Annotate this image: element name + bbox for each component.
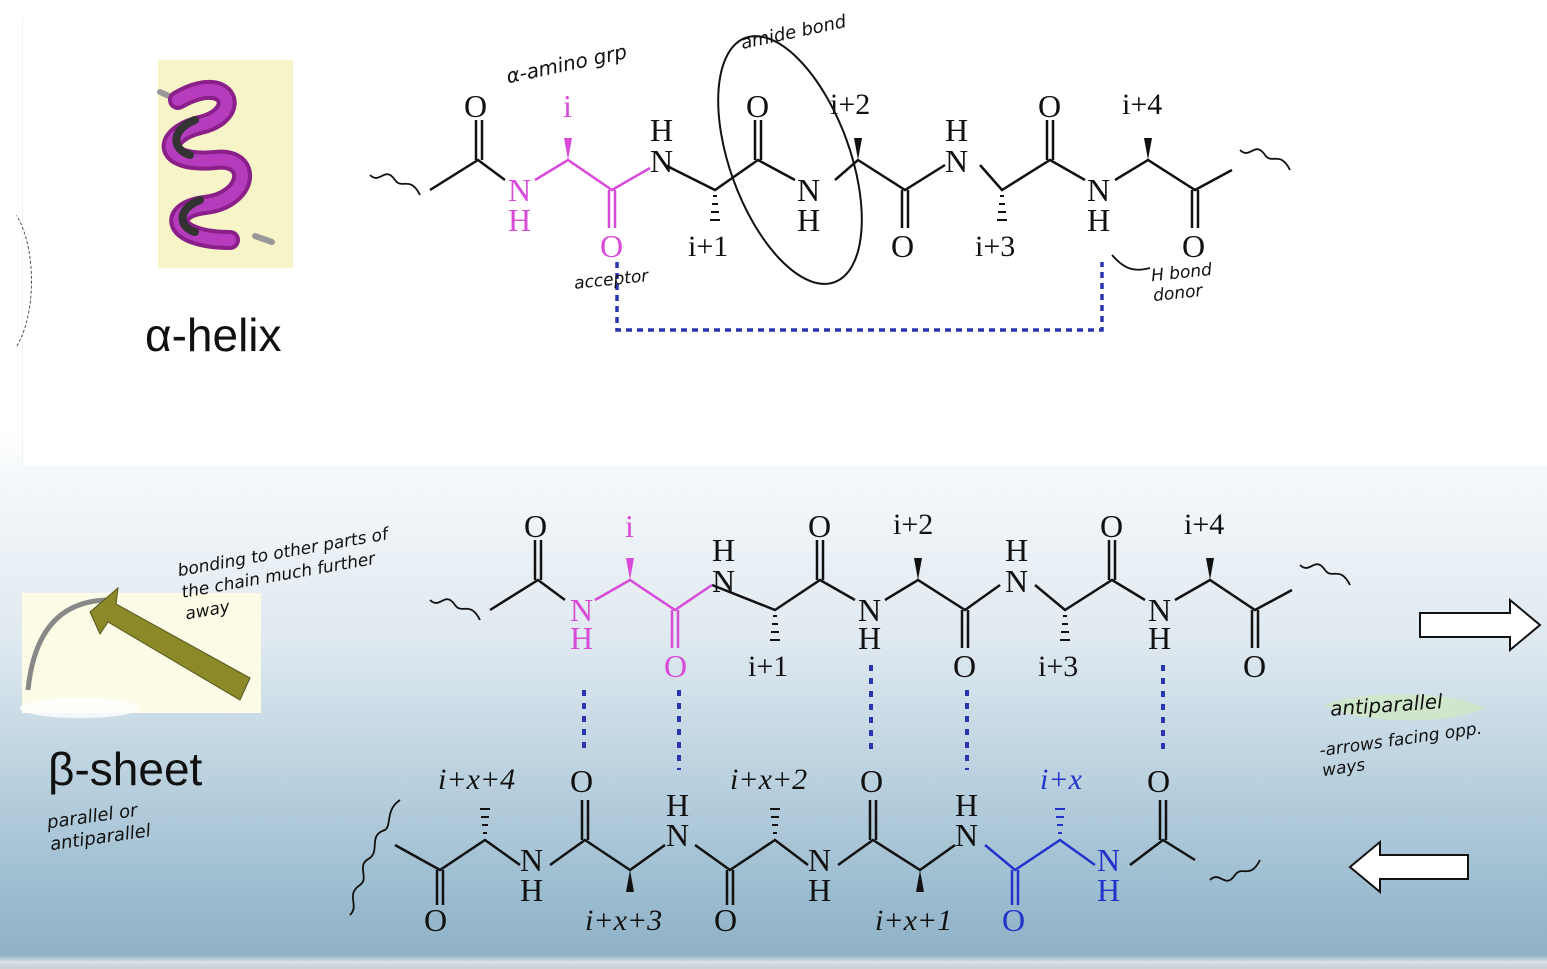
sheet-top-o-1: O <box>524 508 548 544</box>
helix-o-mag: O <box>600 228 624 264</box>
sheet-bot-residue-x: i+x <box>1040 763 1082 796</box>
helix-o-4: O <box>1038 88 1062 124</box>
arrow-right-icon <box>1419 597 1542 653</box>
sheet-bot-h-l1: H <box>520 872 544 908</box>
sheet-top-o-2: O <box>808 508 832 544</box>
sheet-top-residue-i: i <box>625 508 634 544</box>
sheet-bot-o-blue: O <box>1002 902 1026 938</box>
sheet-top-h-n4: H <box>1148 620 1172 656</box>
sheet-bot-o-1: O <box>570 763 594 799</box>
helix-n-3: N <box>945 143 969 179</box>
sheet-top-h-n3: H <box>1005 532 1029 568</box>
sheet-top-n-mag: N <box>570 592 594 628</box>
sheet-bot-residue-x4: i+x+4 <box>438 763 516 796</box>
sheet-bot-residue-x2: i+x+2 <box>730 763 808 796</box>
helix-h-n1: H <box>650 112 674 148</box>
sheet-bot-n-blue: N <box>1097 842 1121 878</box>
sheet-bot-h-2: H <box>955 787 979 823</box>
helix-residue-i1: i+1 <box>688 230 729 263</box>
sheet-bot-n-2: N <box>955 817 979 853</box>
sheet-top-o-5: O <box>1243 648 1267 684</box>
dashed-arc-decoration <box>0 200 32 362</box>
helix-residue-i3: i+3 <box>975 230 1016 263</box>
sheet-title: β-sheet <box>48 743 203 795</box>
helix-o-5: O <box>1182 228 1206 264</box>
sheet-bot-o-3: O <box>1147 763 1171 799</box>
sheet-bot-residue-x3: i+x+3 <box>585 904 663 937</box>
arrow-left-icon <box>1348 839 1469 895</box>
sheet-top-residue-i4: i+4 <box>1184 508 1225 541</box>
helix-n-2: N <box>797 172 821 208</box>
sheet-top-o-4: O <box>1100 508 1124 544</box>
sheet-bot-h-blue: H <box>1097 872 1121 908</box>
sheet-top-o-3: O <box>953 648 977 684</box>
helix-o-2: O <box>746 88 770 124</box>
helix-h-mag: H <box>508 202 532 238</box>
helix-n-4: N <box>1087 172 1111 208</box>
sheet-bot-o-b2: O <box>714 902 738 938</box>
helix-residue-i: i <box>563 88 572 124</box>
sheet-bot-n-1: N <box>666 817 690 853</box>
sheet-bot-o-2: O <box>860 763 884 799</box>
sheet-top-n-4: N <box>1148 592 1172 628</box>
helix-h-n3: H <box>945 112 969 148</box>
helix-h-n2: H <box>797 202 821 238</box>
helix-title: α-helix <box>145 309 282 361</box>
helix-n-mag: N <box>508 172 532 208</box>
helix-residue-i2: i+2 <box>830 88 871 121</box>
helix-residue-i4: i+4 <box>1122 88 1163 121</box>
helix-n-1: N <box>650 143 674 179</box>
sheet-top-n-1: N <box>712 563 736 599</box>
sheet-top-residue-i1: i+1 <box>748 650 789 683</box>
helix-o-1: O <box>464 88 488 124</box>
sheet-top-n-2: N <box>858 592 882 628</box>
sheet-bot-n-l1: N <box>520 842 544 878</box>
sheet-bot-n-l2: N <box>808 842 832 878</box>
sheet-bot-h-l2: H <box>808 872 832 908</box>
sheet-top-h-n1: H <box>712 532 736 568</box>
sheet-top-h-n2: H <box>858 620 882 656</box>
sheet-top-n-3: N <box>1005 563 1029 599</box>
sheet-top-residue-i2: i+2 <box>893 508 934 541</box>
sheet-bot-h-1: H <box>666 787 690 823</box>
sheet-bot-o-b1: O <box>424 902 448 938</box>
helix-h-n4: H <box>1087 202 1111 238</box>
sheet-top-o-mag: O <box>664 648 688 684</box>
helix-o-3: O <box>891 228 915 264</box>
sheet-top-residue-i3: i+3 <box>1038 650 1079 683</box>
sheet-bot-residue-x1: i+x+1 <box>875 904 953 937</box>
sheet-top-h-mag: H <box>570 620 594 656</box>
annotation-hbond-donor: H bond donor <box>1150 259 1213 307</box>
